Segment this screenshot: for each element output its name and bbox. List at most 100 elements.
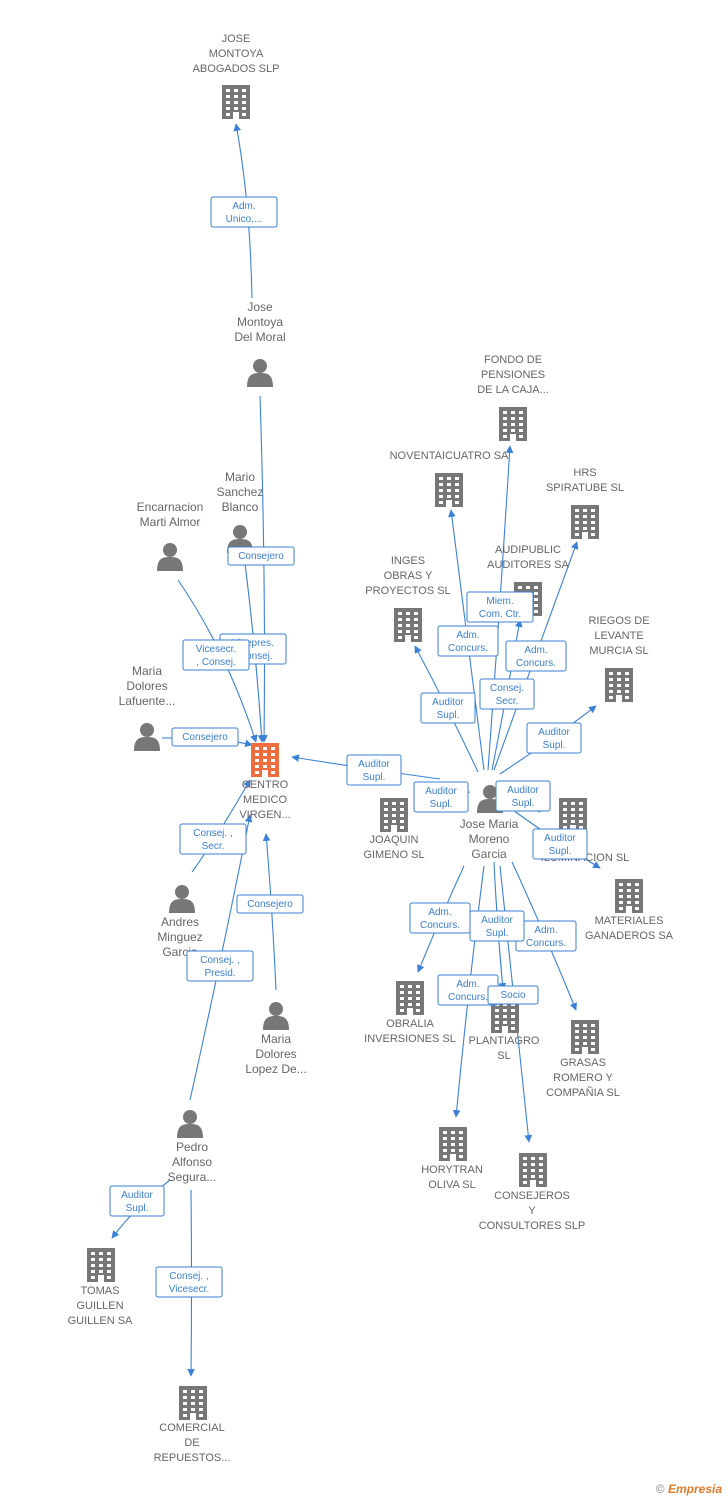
building-icon xyxy=(499,407,527,441)
relation-label-text: Auditor xyxy=(544,833,576,844)
building-icon xyxy=(519,1153,547,1187)
node-label: COMPAÑIA SL xyxy=(546,1086,620,1099)
relation-label[interactable]: Socio xyxy=(487,985,539,1005)
relation-label[interactable]: Consej. , Secr. xyxy=(179,823,247,855)
node-label: VIRGEN... xyxy=(239,809,290,821)
node-label: Minguez xyxy=(157,930,202,944)
copyright-icon: © xyxy=(655,1482,665,1496)
relation-label-text: Consej. , xyxy=(193,828,232,839)
relation-label-box xyxy=(526,722,582,754)
node-label: JOAQUIN xyxy=(370,834,419,846)
relation-label[interactable]: Adm.Unico,... xyxy=(210,196,278,228)
person-icon xyxy=(263,1002,289,1030)
relation-label-text: Auditor xyxy=(425,786,457,797)
relation-label-box xyxy=(466,591,534,623)
relation-label[interactable]: Adm.Concurs. xyxy=(437,974,499,1006)
node-label: GRASAS xyxy=(560,1057,606,1069)
person-icon xyxy=(157,543,183,571)
node-label: INVERSIONES SL xyxy=(364,1033,456,1045)
node-maria-dolores-lafuente[interactable]: MariaDoloresLafuente... xyxy=(119,664,176,751)
relation-label[interactable]: Vicesecr. , Consej. xyxy=(182,639,250,671)
node-label: MEDICO xyxy=(243,794,287,806)
relation-label-text: Secr. xyxy=(202,841,225,852)
relation-label[interactable]: Consej. ,Presid. xyxy=(186,950,254,982)
node-label: Maria xyxy=(261,1032,291,1046)
relation-label-text: Vicesecr. xyxy=(196,644,236,655)
relation-label-text: Consejero xyxy=(182,732,228,743)
relation-label-box xyxy=(437,625,499,657)
node-label: GUILLEN xyxy=(76,1300,123,1312)
relation-label-box xyxy=(236,894,304,914)
relation-label[interactable]: Miem.Com. Ctr. xyxy=(466,591,534,623)
relation-label[interactable]: Consejero xyxy=(171,727,239,747)
relation-label[interactable]: Consej.Secr. xyxy=(479,678,535,710)
relation-label-text: Supl. xyxy=(486,928,509,939)
relation-label-text: Unico,... xyxy=(226,214,263,225)
building-icon xyxy=(439,1127,467,1161)
node-noventaicuatro[interactable]: NOVENTAICUATRO SA xyxy=(390,450,509,507)
relation-label[interactable]: Consejero xyxy=(227,546,295,566)
relation-label[interactable]: Adm.Concurs. xyxy=(437,625,499,657)
node-label: MURCIA SL xyxy=(589,645,648,657)
relation-label-box xyxy=(179,823,247,855)
relation-label-text: Vicesecr. xyxy=(169,1284,209,1295)
node-label: COMERCIAL xyxy=(159,1422,224,1434)
relation-label[interactable]: Adm.Concurs. xyxy=(505,640,567,672)
relation-label[interactable]: Adm.Concurs. xyxy=(515,920,577,952)
relation-label-text: Auditor xyxy=(507,785,539,796)
footer-credit: © Empresia xyxy=(656,1482,722,1496)
node-label: HORYTRAN xyxy=(421,1164,483,1176)
relation-label-text: , Consej. xyxy=(196,657,235,668)
building-icon xyxy=(87,1248,115,1282)
relation-label-box xyxy=(495,780,551,812)
node-label: Lafuente... xyxy=(119,694,176,708)
node-label: CONSEJEROS xyxy=(494,1190,570,1202)
relation-label-text: Supl. xyxy=(437,710,460,721)
relation-label-text: Supl. xyxy=(549,846,572,857)
node-label: LEVANTE xyxy=(594,630,643,642)
relation-label[interactable]: Consej. ,Vicesecr. xyxy=(155,1266,223,1298)
relation-label-box xyxy=(532,828,588,860)
node-centro-medico-virgen[interactable]: CENTROMEDICOVIRGEN... xyxy=(239,743,291,821)
relation-label-text: Miem. xyxy=(486,596,513,607)
node-pedro-alfonso-segura[interactable]: PedroAlfonsoSegura... xyxy=(168,1110,217,1184)
building-icon xyxy=(571,1020,599,1054)
brand-logo[interactable]: Empresia xyxy=(667,1482,722,1496)
relation-label[interactable]: Consejero xyxy=(236,894,304,914)
node-comercial-repuestos[interactable]: COMERCIALDEREPUESTOS... xyxy=(154,1386,231,1464)
relation-label-text: Concurs. xyxy=(448,992,488,1003)
relation-label-text: Consejero xyxy=(238,551,284,562)
node-label: Maria xyxy=(132,664,162,678)
person-icon xyxy=(169,885,195,913)
relation-label[interactable]: Adm.Concurs. xyxy=(409,902,471,934)
